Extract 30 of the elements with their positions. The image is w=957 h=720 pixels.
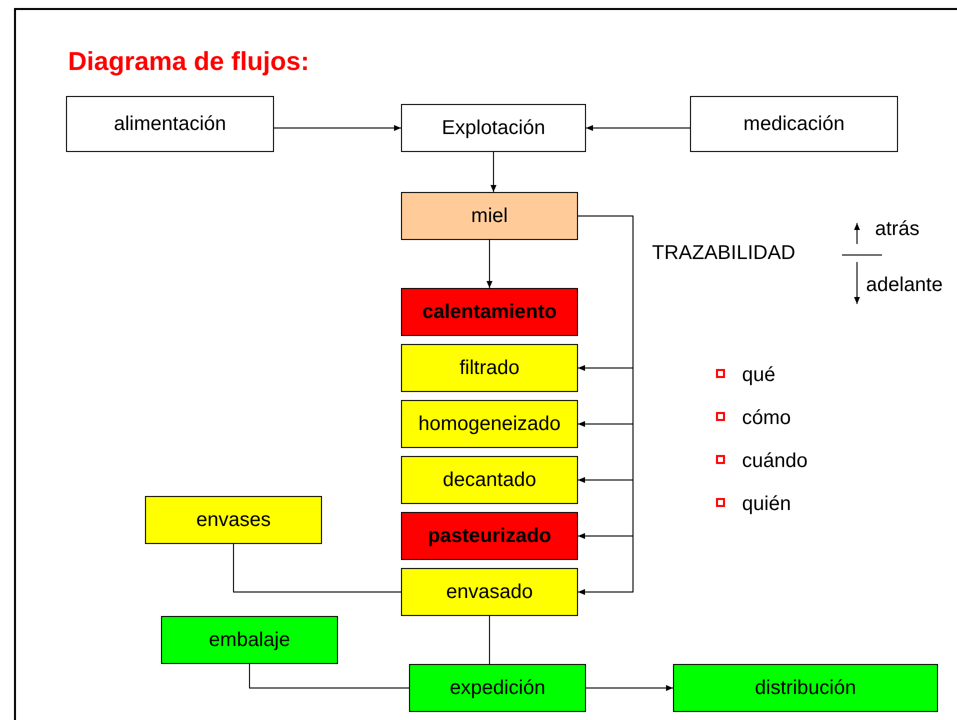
arrow [586,125,690,131]
process-box: pasteurizado [401,512,578,560]
title: Diagrama de flujos: [68,45,310,78]
connector-line [489,616,490,664]
arrow [586,685,674,691]
bullet-text: cuándo [742,449,808,474]
label: TRAZABILIDAD [652,241,796,266]
arrow [486,240,492,288]
process-box: medicación [690,96,898,152]
label: atrás [875,217,920,242]
bullet-text: cómo [742,406,791,431]
process-box: embalaje [161,616,338,664]
process-box: Explotación [401,104,586,152]
process-box: miel [401,192,578,240]
process-box: envases [145,496,322,544]
process-box: filtrado [401,344,578,392]
arrow [274,125,402,131]
process-box: homogeneizado [401,400,578,448]
process-box: alimentación [66,96,274,152]
process-box: envasado [401,568,578,616]
process-box: expedición [409,664,586,712]
label: adelante [866,273,943,298]
connector-line [249,664,410,688]
bullet-text: qué [742,363,776,388]
bullet-text: quién [742,492,791,517]
process-box: calentamiento [401,288,578,336]
process-box: decantado [401,456,578,504]
process-box: distribución [673,664,938,712]
connector-line [233,544,402,592]
arrow [490,152,496,192]
